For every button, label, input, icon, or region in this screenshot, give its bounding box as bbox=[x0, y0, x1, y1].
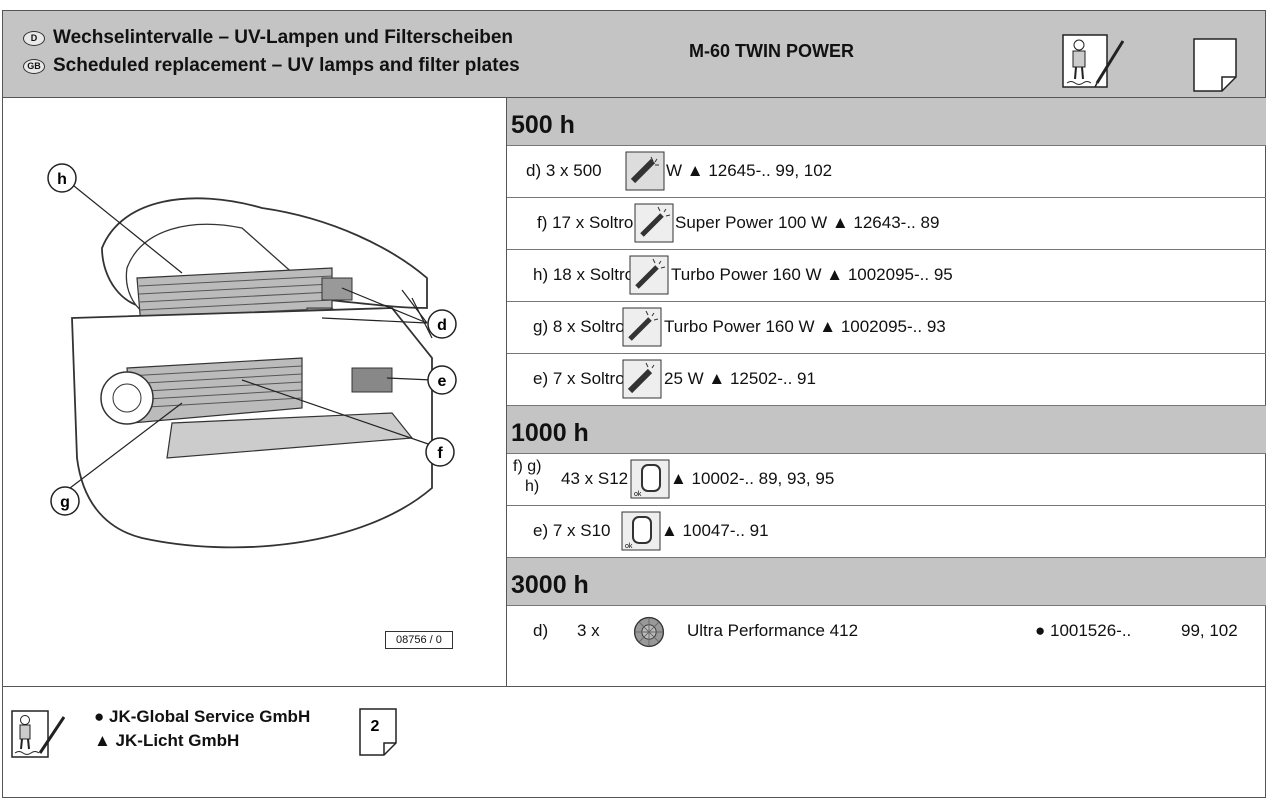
row-1000-fgh: f) g) h) 43 x S12 ok ▲ 10002-.. 89, 93, … bbox=[507, 454, 1266, 506]
svg-text:g: g bbox=[60, 494, 70, 511]
row-post: ▲ 10002-.. 89, 93, 95 bbox=[670, 469, 835, 488]
row-qty: 3 x bbox=[577, 621, 600, 640]
row-pre: g) 8 x Soltron bbox=[533, 317, 635, 336]
lang-badge-de: D bbox=[23, 31, 45, 46]
row-500-h: h) 18 x Soltron Turbo Power 160 W ▲ 1002… bbox=[507, 250, 1266, 302]
row-name: Ultra Performance 412 bbox=[687, 621, 859, 640]
callout-f: f bbox=[425, 437, 455, 467]
uv-lamp-icon bbox=[633, 616, 665, 648]
section-1000h: 1000 h bbox=[507, 406, 1266, 454]
lang-badge-gb: GB bbox=[23, 59, 45, 74]
figure-reference: 08756 / 0 bbox=[385, 631, 453, 649]
row-pre: e) 7 x S10 bbox=[533, 521, 611, 540]
row-500-e: e) 7 x Soltron 25 W ▲ 12502-.. 91 bbox=[507, 354, 1266, 406]
illustration-panel: h d e g f 08756 / 0 bbox=[2, 98, 507, 686]
lamp-icon bbox=[622, 359, 662, 399]
lamp-icon bbox=[625, 151, 665, 191]
title-de: D Wechselintervalle – UV-Lampen und Filte… bbox=[23, 27, 513, 49]
row-pre: d) 3 x 500 bbox=[526, 161, 602, 180]
technician-icon bbox=[11, 710, 66, 758]
row-post: 25 W ▲ 12502-.. 91 bbox=[664, 369, 816, 388]
lamp-icon bbox=[634, 203, 674, 243]
row-pages: 99, 102 bbox=[1181, 621, 1238, 640]
row-label: d) bbox=[533, 621, 549, 640]
row-pre: f) 17 x Soltron bbox=[537, 213, 643, 232]
section-500h: 500 h bbox=[507, 98, 1266, 146]
row-post: Super Power 100 W ▲ 12643-.. 89 bbox=[675, 213, 940, 232]
footer: ● JK-Global Service GmbH ▲ JK-Licht GmbH… bbox=[2, 686, 1266, 798]
replacement-table: 500 h d) 3 x 500 W ▲ 12645-.. 99, 102 f)… bbox=[507, 98, 1266, 658]
title-gb-text: Scheduled replacement – UV lamps and fil… bbox=[53, 55, 520, 76]
row-part: ● 1001526-.. bbox=[1035, 621, 1132, 640]
svg-text:ok: ok bbox=[625, 543, 633, 550]
row-post: ▲ 10047-.. 91 bbox=[661, 521, 769, 540]
svg-text:h: h bbox=[57, 171, 67, 188]
row-post: W ▲ 12645-.. 99, 102 bbox=[666, 161, 833, 180]
header: D Wechselintervalle – UV-Lampen und Filte… bbox=[2, 10, 1266, 98]
document-icon bbox=[1193, 38, 1237, 92]
technician-icon bbox=[1062, 34, 1125, 88]
filter-plate-icon: ok bbox=[630, 459, 670, 499]
row-pre: 43 x S12 bbox=[561, 469, 629, 488]
callout-e: e bbox=[427, 365, 457, 395]
row-pre: h) 18 x Soltron bbox=[533, 265, 644, 284]
page-icon: 2 bbox=[359, 708, 397, 756]
row-pre: e) 7 x Soltron bbox=[533, 369, 635, 388]
lamp-icon bbox=[629, 255, 669, 295]
tanning-bed-illustration: h d e g f bbox=[47, 163, 457, 549]
row-500-f: f) 17 x Soltron Super Power 100 W ▲ 1264… bbox=[507, 198, 1266, 250]
page-number: 2 bbox=[371, 718, 380, 735]
row-label-bottom: h) bbox=[525, 478, 540, 495]
supplier-licht: ▲ JK-Licht GmbH bbox=[94, 731, 240, 750]
svg-text:f: f bbox=[437, 445, 443, 462]
section-3000h: 3000 h bbox=[507, 558, 1266, 606]
row-1000-e: e) 7 x S10 ok ▲ 10047-.. 91 bbox=[507, 506, 1266, 558]
svg-text:d: d bbox=[437, 317, 447, 334]
lamp-icon bbox=[622, 307, 662, 347]
row-500-d: d) 3 x 500 W ▲ 12645-.. 99, 102 bbox=[507, 146, 1266, 198]
filter-plate-icon: ok bbox=[621, 511, 661, 551]
callout-g: g bbox=[50, 486, 80, 516]
row-label-top: f) g) bbox=[513, 458, 542, 475]
row-post: Turbo Power 160 W ▲ 1002095-.. 93 bbox=[664, 317, 946, 336]
supplier-global: ● JK-Global Service GmbH bbox=[94, 707, 311, 726]
row-500-g: g) 8 x Soltron Turbo Power 160 W ▲ 10020… bbox=[507, 302, 1266, 354]
svg-text:e: e bbox=[438, 373, 447, 390]
callout-h: h bbox=[47, 163, 77, 193]
model-name: M-60 TWIN POWER bbox=[689, 41, 854, 61]
title-gb: GB Scheduled replacement – UV lamps and f… bbox=[23, 55, 520, 77]
row-3000-d: d) 3 x Ultra Performance 412 ● 1001526-.… bbox=[507, 606, 1266, 658]
callout-d: d bbox=[427, 309, 457, 339]
row-post: Turbo Power 160 W ▲ 1002095-.. 95 bbox=[671, 265, 953, 284]
svg-text:ok: ok bbox=[634, 491, 642, 498]
title-de-text: Wechselintervalle – UV-Lampen und Filter… bbox=[53, 27, 514, 48]
